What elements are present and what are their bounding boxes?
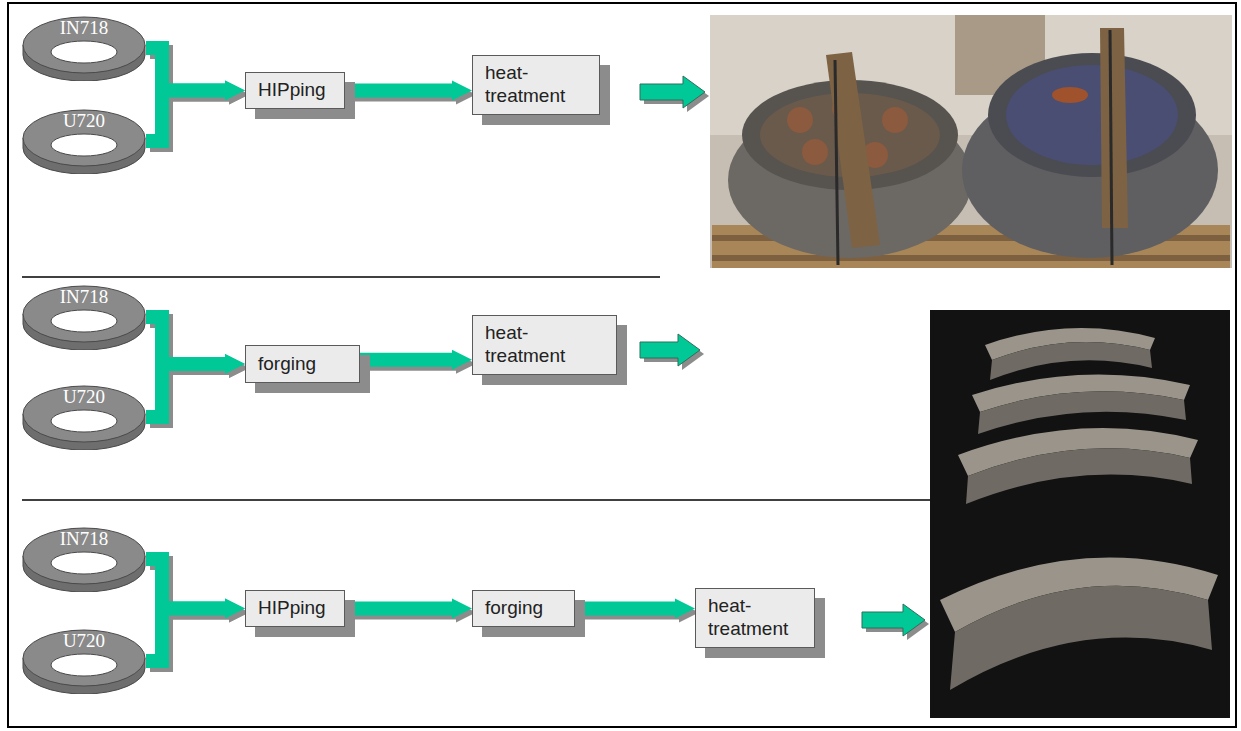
alloy-label: IN718: [22, 18, 146, 39]
arrow-body: [146, 364, 225, 417]
process-arrow: [146, 364, 229, 421]
ring-top: [23, 630, 145, 686]
process-label: HIPping: [258, 79, 332, 102]
photo-forged-segments: [930, 310, 1230, 718]
row-separator: [22, 276, 660, 278]
arrow-body: [345, 83, 452, 97]
alloy-label: U720: [22, 387, 146, 408]
process-box: forging: [472, 590, 575, 627]
alloy-ring: U720: [22, 628, 146, 694]
ring-hole: [51, 654, 117, 676]
process-box: HIPping: [245, 72, 345, 109]
process-arrow: [345, 608, 456, 612]
block-arrow: [640, 334, 704, 370]
process-box: heat- treatment: [472, 315, 617, 375]
process-arrow: [345, 90, 456, 94]
ring-top: [23, 110, 145, 166]
alloy-ring: U720: [22, 108, 146, 174]
alloy-ring: IN718: [22, 15, 146, 81]
process-arrow: [146, 608, 229, 665]
arrow-body: [146, 608, 225, 661]
process-label: heat- treatment: [708, 595, 802, 641]
block-arrow: [640, 76, 709, 112]
ring-hole: [51, 41, 117, 63]
ring-top: [23, 386, 145, 442]
process-arrow: [146, 90, 229, 145]
photo-hipped-cans: [710, 15, 1232, 268]
alloy-ring: IN718: [22, 526, 146, 592]
process-label: forging: [485, 597, 562, 620]
process-label: HIPping: [258, 597, 332, 620]
ring-hole: [51, 134, 117, 156]
arrow-body: [146, 559, 225, 608]
row-separator: [22, 499, 940, 501]
ring-top: [23, 286, 145, 342]
ring-hole: [51, 552, 117, 574]
process-box: forging: [245, 345, 360, 383]
alloy-ring: IN718: [22, 284, 146, 350]
ring-hole: [51, 310, 117, 332]
alloy-ring: U720: [22, 384, 146, 450]
process-label: heat- treatment: [485, 62, 587, 108]
ring-top: [23, 17, 145, 73]
process-box: heat- treatment: [695, 588, 815, 648]
process-arrow: [360, 360, 456, 364]
alloy-label: U720: [22, 111, 146, 132]
block-arrow: [862, 604, 929, 640]
process-arrow: [575, 608, 679, 612]
ring-top: [23, 528, 145, 584]
ring-hole: [51, 410, 117, 432]
arrow-body: [360, 353, 452, 367]
process-box: heat- treatment: [472, 55, 600, 115]
process-box: HIPping: [245, 590, 345, 627]
process-label: forging: [258, 353, 347, 376]
arrow-body: [146, 90, 225, 141]
process-label: heat- treatment: [485, 322, 604, 368]
alloy-label: IN718: [22, 287, 146, 308]
arrow-body: [345, 601, 452, 615]
alloy-label: U720: [22, 631, 146, 652]
arrow-body: [146, 317, 225, 364]
alloy-label: IN718: [22, 529, 146, 550]
frame: [8, 3, 1236, 727]
arrow-body: [575, 601, 675, 615]
